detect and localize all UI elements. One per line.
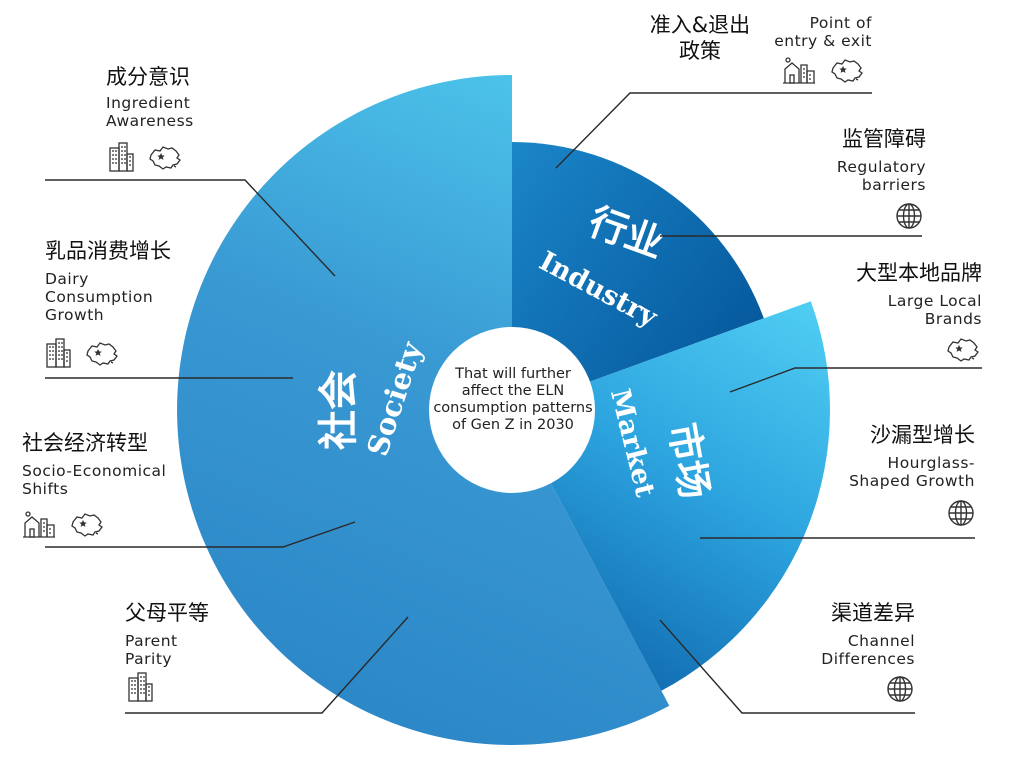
factor-socio-icons [22, 510, 104, 538]
factor-entry-exit-zh-block: 准入&退出 政策 [640, 12, 760, 64]
factor-channel-en-line2: Differences [821, 650, 915, 668]
factor-socio-economical-shifts: 社会经济转型 Socio-Economical Shifts [22, 430, 166, 498]
factor-ingredient-zh: 成分意识 [106, 65, 190, 89]
factor-entry-icons [782, 56, 864, 84]
factor-local-zh: 大型本地品牌 [856, 261, 982, 285]
factor-socio-zh: 社会经济转型 [22, 431, 148, 455]
town-icon [782, 56, 816, 84]
leader-entry [555, 92, 872, 169]
factor-dairy-consumption-growth: 乳品消费增长 Dairy Consumption Growth [45, 238, 171, 324]
center-circle [429, 327, 595, 493]
leader-parent [125, 616, 409, 714]
factor-entry-zh-line2: 政策 [679, 39, 721, 63]
factor-socio-en: Socio-Economical Shifts [22, 462, 166, 498]
factor-dairy-icons [45, 338, 119, 368]
factor-local-en-line2: Brands [924, 310, 982, 328]
factor-parent-en-line1: Parent [125, 632, 178, 650]
factor-ingredient-en-line1: Ingredient [106, 94, 191, 112]
leader-ingredient [45, 179, 336, 277]
leader-socio [45, 521, 356, 548]
china-map-icon [85, 340, 119, 366]
globe-icon [895, 202, 923, 230]
city-icon [45, 338, 71, 368]
factor-channel-en: Channel Differences [780, 632, 915, 668]
factor-large-local-brands: 大型本地品牌 Large Local Brands [822, 260, 982, 328]
factor-entry-en-line2: entry & exit [774, 32, 872, 50]
factor-dairy-en: Dairy Consumption Growth [45, 270, 171, 324]
factor-parent-en-line2: Parity [125, 650, 173, 668]
factor-ingredient-awareness: 成分意识 Ingredient Awareness [106, 64, 194, 130]
factor-ingredient-icons [108, 142, 182, 172]
globe-icon [886, 675, 914, 703]
factor-dairy-en-line1: Dairy [45, 270, 89, 288]
city-icon [108, 142, 134, 172]
factor-hourglass-en: Hourglass- Shaped Growth [815, 454, 975, 490]
factor-local-icons [946, 336, 980, 362]
factor-hourglass-growth: 沙漏型增长 Hourglass- Shaped Growth [815, 422, 975, 490]
china-map-icon [946, 336, 980, 362]
factor-channel-zh: 渠道差异 [831, 601, 915, 625]
leader-channel [659, 619, 915, 714]
factor-regulatory-en-line2: barriers [861, 176, 926, 194]
factor-entry-en-line1: Point of [809, 14, 872, 32]
factor-channel-icons [886, 675, 914, 703]
factor-parent-en: Parent Parity [125, 632, 209, 668]
factor-parent-parity: 父母平等 Parent Parity [125, 600, 209, 668]
factor-local-en: Large Local Brands [822, 292, 982, 328]
factor-regulatory-en-line1: Regulatory [836, 158, 926, 176]
china-map-icon [70, 511, 104, 537]
factor-entry-exit-en-block: Point of entry & exit [752, 14, 872, 50]
factor-entry-en: Point of entry & exit [752, 14, 872, 50]
factor-local-en-line1: Large Local [887, 292, 982, 310]
factor-channel-differences: 渠道差异 Channel Differences [780, 600, 915, 668]
globe-icon [947, 499, 975, 527]
leader-lines [45, 92, 982, 714]
society-sector [177, 75, 670, 746]
center-statement: That will further affect the ELN consump… [433, 366, 593, 433]
factor-entry-zh-line1: 准入&退出 [649, 13, 751, 37]
factor-regulatory-icons [895, 202, 923, 230]
factor-hourglass-icons [947, 499, 975, 527]
factor-socio-en-line2: Shifts [22, 480, 69, 498]
china-map-icon [830, 57, 864, 83]
society-zh-title: 社会 [315, 370, 362, 450]
city-icon [127, 672, 153, 702]
factor-entry-zh: 准入&退出 政策 [640, 12, 760, 64]
industry-sector [512, 142, 764, 410]
factor-hourglass-zh: 沙漏型增长 [870, 423, 975, 447]
factor-hourglass-en-line1: Hourglass- [887, 454, 975, 472]
factor-hourglass-en-line2: Shaped Growth [849, 472, 975, 490]
factor-parent-zh: 父母平等 [125, 601, 209, 625]
leader-local [729, 367, 982, 393]
factor-dairy-en-line3: Growth [45, 306, 105, 324]
factor-ingredient-en-line2: Awareness [106, 112, 194, 130]
factor-regulatory-zh: 监管障碍 [842, 127, 926, 151]
factor-dairy-zh: 乳品消费增长 [45, 239, 171, 263]
factor-regulatory-en: Regulatory barriers [782, 158, 926, 194]
factor-regulatory-barriers: 监管障碍 Regulatory barriers [782, 126, 926, 194]
factor-channel-en-line1: Channel [847, 632, 915, 650]
factor-parent-icons [127, 672, 153, 702]
factor-socio-en-line1: Socio-Economical [22, 462, 167, 480]
china-map-icon [148, 144, 182, 170]
factor-dairy-en-line2: Consumption [45, 288, 154, 306]
town-icon [22, 510, 56, 538]
factor-ingredient-en: Ingredient Awareness [106, 94, 194, 130]
